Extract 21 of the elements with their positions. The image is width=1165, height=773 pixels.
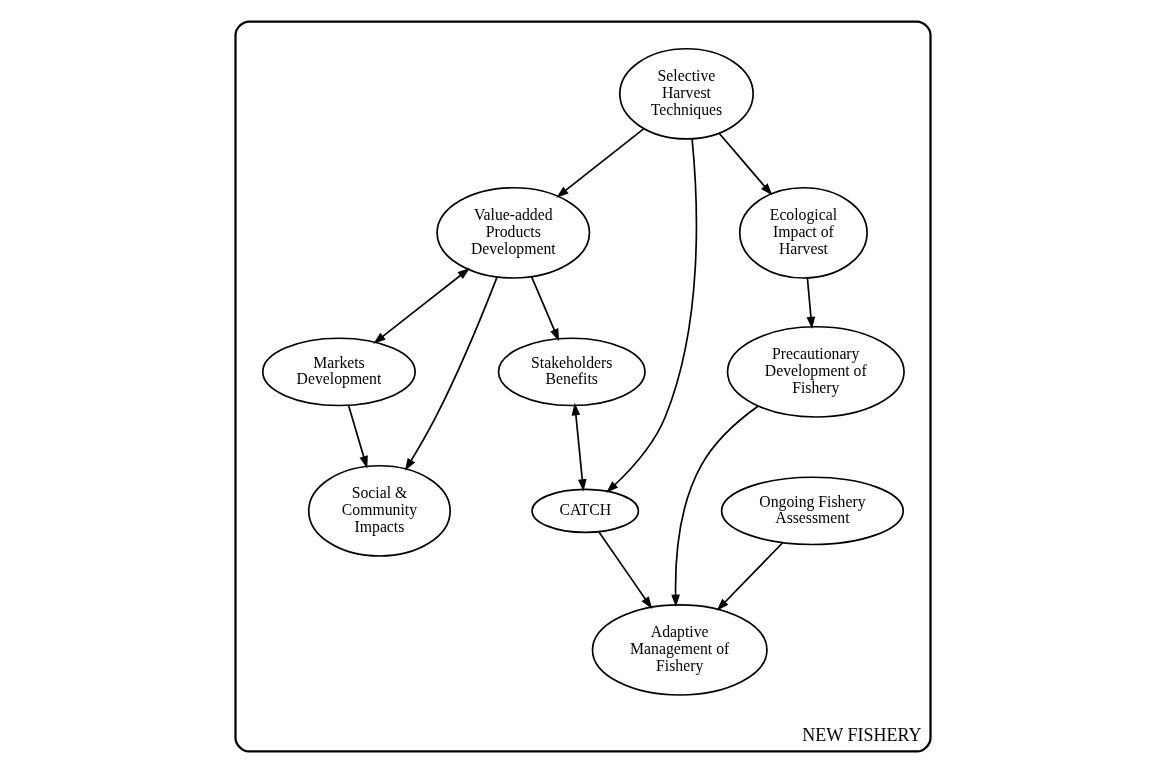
arrow — [347, 404, 368, 469]
arrow — [670, 405, 759, 608]
node-ellipse: Ongoing Fishery Assessment — [720, 476, 904, 546]
arrow — [555, 127, 644, 198]
arrow — [806, 277, 815, 330]
arrow — [718, 132, 772, 196]
node-ellipse: Precautionary Development of Fishery — [726, 325, 905, 418]
arrow — [530, 276, 559, 342]
node-ellipse: Stakeholders Benefits — [497, 337, 646, 407]
node-ellipse: Adaptive Management of Fishery — [591, 603, 768, 696]
node-ellipse: Selective Harvest Techniques — [618, 47, 754, 140]
arrow — [605, 138, 697, 493]
arrow — [571, 402, 587, 492]
node-ellipse: Markets Development — [261, 337, 416, 407]
arrow — [716, 541, 783, 611]
arrow — [597, 531, 652, 609]
arrow — [372, 268, 470, 344]
arrow — [404, 276, 498, 471]
node-ellipse: Social & Community Impacts — [307, 464, 451, 557]
node-ellipse: Ecological Impact of Harvest — [738, 186, 868, 279]
node-ellipse: CATCH — [530, 488, 639, 534]
